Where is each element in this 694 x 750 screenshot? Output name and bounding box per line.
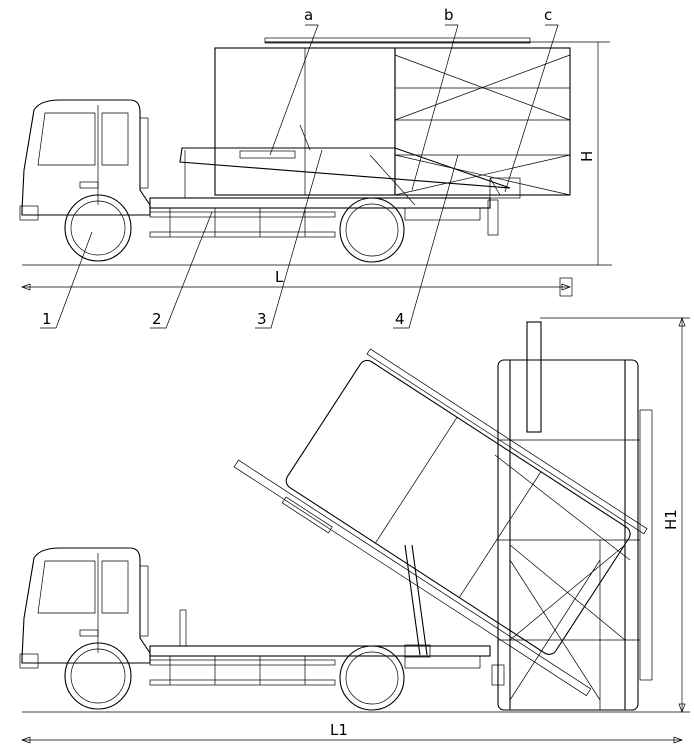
label-1: 1 [42, 310, 52, 328]
label-c: c [544, 6, 552, 24]
label-a: a [304, 6, 313, 24]
tower-frame-folded [394, 47, 571, 196]
bottom-truck-view: L1 H1 [19, 317, 690, 744]
tower-cylinder [526, 321, 542, 433]
dimension-L1-label: L1 [330, 721, 348, 739]
label-b: b [444, 6, 454, 24]
label-4: 4 [395, 310, 405, 328]
lifting-tower [491, 321, 653, 711]
cylinder-a [239, 150, 296, 159]
label-3: 3 [257, 310, 267, 328]
dimension-H1-label: H1 [662, 509, 680, 530]
dimension-L-label: L [275, 268, 284, 286]
dimension-H-label: H [578, 151, 596, 162]
top-truck-view: L H a b c 1 2 3 4 [19, 6, 612, 329]
label-2: 2 [152, 310, 162, 328]
tilted-container [233, 348, 648, 697]
